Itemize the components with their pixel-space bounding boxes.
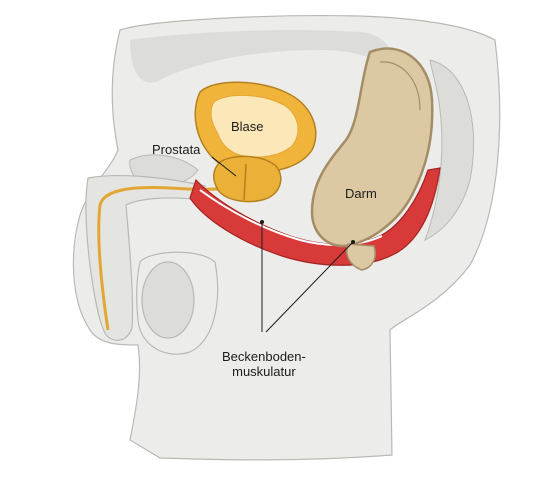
bladder-label: Blase [231,119,264,134]
pelvis-shadow [130,30,399,90]
bowel-label: Darm [345,186,377,201]
scrotum-shape [136,251,219,355]
prostate-leader [211,156,237,177]
penis-shape [85,174,206,341]
pelvic-floor-label-line1: Beckenboden- [222,349,306,364]
pelvic-leader-dot-right [351,240,355,244]
prostate-shape [213,155,282,203]
pelvic-floor-label: Beckenboden- muskulatur [222,349,306,379]
pelvic-leader-right [265,241,354,333]
sacrum-shape [424,59,475,242]
bowel-inner-line [379,61,421,111]
prostate-label: Prostata [152,142,201,157]
prostate-urethra [243,163,247,201]
bladder-inner [210,94,299,158]
testis-shape [141,261,195,339]
pelvic-leader-dot-left [260,220,264,224]
anal-canal [346,243,376,271]
pelvic-floor-label-line2: muskulatur [232,364,296,379]
